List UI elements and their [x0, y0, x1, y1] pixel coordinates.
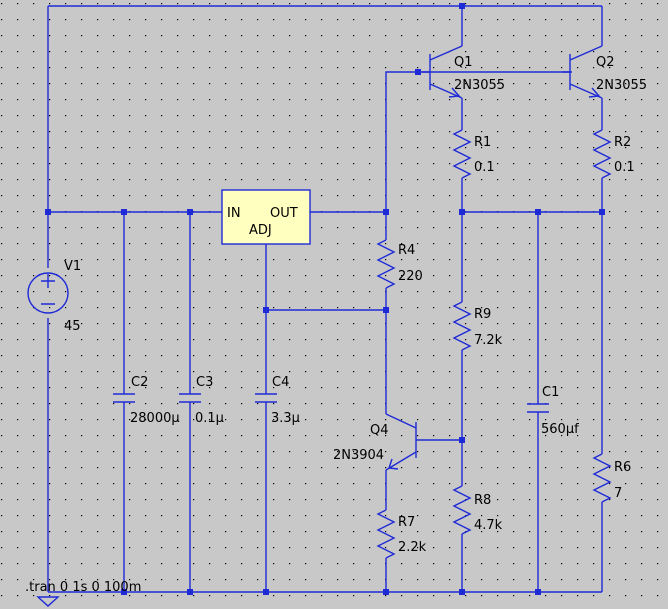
- c1-value: 560µf: [541, 422, 579, 437]
- r9-value: 7.2k: [474, 333, 503, 348]
- junction-node: [383, 209, 389, 215]
- wire-base-drive: [385, 71, 572, 212]
- wires: [47, 5, 603, 593]
- junction-node: [383, 589, 389, 595]
- r4-value: 220: [398, 269, 423, 284]
- q2-model: 2N3055: [596, 78, 647, 93]
- junction-node: [187, 589, 193, 595]
- junction-node: [121, 209, 127, 215]
- capacitor-c1[interactable]: C1 560µf: [527, 385, 579, 437]
- v1-ref: V1: [64, 259, 81, 274]
- c2-ref: C2: [131, 375, 148, 390]
- r6-ref: R6: [614, 460, 631, 475]
- junction-node: [415, 69, 421, 75]
- q2-ref: Q2: [596, 55, 615, 70]
- regulator-in-label: IN: [227, 206, 241, 221]
- resistor-r8[interactable]: R8 4.7k: [452, 485, 503, 535]
- resistor-r4[interactable]: R4 220: [376, 239, 423, 289]
- capacitor-c2[interactable]: C2 28000µ: [113, 375, 180, 426]
- junction-node: [459, 437, 465, 443]
- r1-ref: R1: [474, 135, 491, 150]
- junction-node: [535, 589, 541, 595]
- c3-ref: C3: [196, 375, 213, 390]
- junction-node: [459, 589, 465, 595]
- junction-node: [459, 209, 465, 215]
- r8-ref: R8: [474, 493, 491, 508]
- junction-node: [45, 209, 51, 215]
- resistor-r7[interactable]: R7 2.2k: [376, 509, 427, 559]
- r8-value: 4.7k: [474, 518, 503, 533]
- r7-ref: R7: [398, 515, 415, 530]
- capacitor-c3[interactable]: C3 0.1µ: [179, 375, 224, 426]
- c4-value: 3.3µ: [271, 411, 300, 426]
- regulator-ic[interactable]: IN OUT ADJ: [221, 189, 311, 245]
- ground-symbol: [36, 596, 60, 607]
- q1-model: 2N3055: [454, 78, 505, 93]
- resistor-r9[interactable]: R9 7.2k: [452, 301, 503, 351]
- r1-value: 0.1: [474, 160, 495, 175]
- q4-ref: Q4: [370, 423, 389, 438]
- q4-model: 2N3904: [333, 448, 384, 463]
- junction-node: [121, 589, 127, 595]
- junction-node: [263, 307, 269, 313]
- r7-value: 2.2k: [398, 540, 427, 555]
- r6-value: 7: [614, 486, 622, 501]
- r2-value: 0.1: [614, 160, 635, 175]
- c3-value: 0.1µ: [195, 411, 224, 426]
- v1-value: 45: [64, 319, 81, 334]
- r4-ref: R4: [398, 243, 415, 258]
- transistor-q1[interactable]: Q1 2N3055: [422, 45, 505, 99]
- resistor-r6[interactable]: R6 7: [592, 453, 631, 503]
- resistor-r2[interactable]: R2 0.1: [592, 129, 635, 179]
- capacitor-c4[interactable]: C4 3.3µ: [255, 375, 300, 426]
- r2-ref: R2: [614, 135, 631, 150]
- spice-directive[interactable]: .tran 0 1s 0 100m: [25, 580, 141, 595]
- c4-ref: C4: [272, 375, 289, 390]
- r9-ref: R9: [474, 307, 491, 322]
- q1-ref: Q1: [454, 55, 473, 70]
- junction-node: [459, 3, 465, 9]
- transistor-q2[interactable]: Q2 2N3055: [562, 45, 647, 99]
- junction-node: [187, 209, 193, 215]
- regulator-out-label: OUT: [270, 206, 298, 221]
- c2-value: 28000µ: [130, 411, 180, 426]
- transistor-q4[interactable]: Q4 2N3904: [333, 413, 417, 471]
- junction-node: [263, 589, 269, 595]
- c1-ref: C1: [542, 385, 559, 400]
- junction-node: [599, 209, 605, 215]
- junction-nodes: [45, 3, 605, 595]
- voltage-source-v1[interactable]: V1 45: [27, 259, 81, 334]
- regulator-adj-label: ADJ: [249, 223, 272, 238]
- junction-node: [383, 307, 389, 313]
- junction-node: [535, 209, 541, 215]
- resistor-r1[interactable]: R1 0.1: [452, 129, 495, 179]
